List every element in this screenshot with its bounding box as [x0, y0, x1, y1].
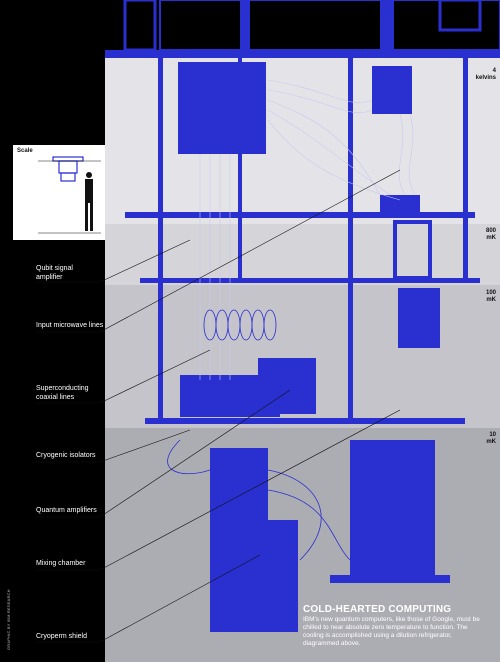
- heat-exchanger: [393, 220, 432, 280]
- label-input-microwave-lines: Input microwave lines: [36, 322, 104, 329]
- temperature-10mk: 10 mK: [486, 432, 496, 445]
- amplifier-block-left: [178, 62, 266, 154]
- caption-title: COLD-HEARTED COMPUTING: [303, 604, 452, 615]
- label-quantum-amplifiers: Quantum amplifiers: [36, 507, 97, 514]
- temperature-100mk: 100 mK: [485, 290, 496, 303]
- temperature-800mk: 800 mK: [485, 228, 496, 241]
- scale-title: Scale: [17, 148, 33, 154]
- label-qubit-signal-amplifier: Qubit signal amplifier: [36, 265, 73, 281]
- label-superconducting-coaxial-lines: Superconducting coaxial lines: [36, 385, 89, 401]
- zone-800-mk: [105, 224, 500, 285]
- mixing-chamber-block: [210, 448, 268, 520]
- cryoperm-shield: [210, 520, 298, 632]
- plate-800mk: [140, 278, 480, 283]
- module-stack-right: [398, 288, 440, 348]
- label-cryogenic-isolators: Cryogenic isolators: [36, 452, 96, 459]
- temperature-4k: 4 kelvins: [475, 68, 496, 81]
- label-mixing-chamber: Mixing chamber: [36, 560, 86, 567]
- amplifier-block-right: [372, 66, 412, 114]
- upper-structure: [123, 0, 157, 52]
- scale-inset: Scale: [13, 145, 105, 240]
- upper-frame: [159, 0, 500, 51]
- plate-4k: [125, 212, 475, 218]
- top-plate: [105, 50, 500, 58]
- zone-4-kelvins: [105, 58, 500, 224]
- plate-100mk: [145, 418, 465, 424]
- human-figure-icon: [85, 172, 93, 231]
- scale-figure: [38, 156, 101, 234]
- label-cryoperm-shield: Cryoperm shield: [36, 633, 87, 640]
- caption-body: IBM's new quantum computers, like those …: [303, 616, 480, 647]
- graphic-credit: GRAPHIC BY IBM RESEARCH: [6, 589, 11, 650]
